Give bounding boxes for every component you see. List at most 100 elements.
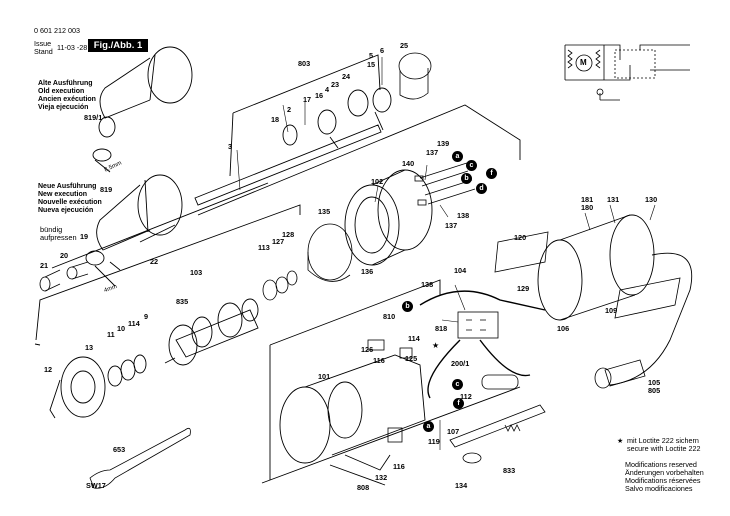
part-181: 181 [581,195,594,204]
part-112: 112 [460,392,472,401]
spindle-shaft [194,87,392,206]
part-126: 126 [361,345,374,354]
part-810: 810 [383,312,396,321]
issue-label: Issue [34,39,52,48]
wire-badge-a: a [452,151,463,162]
part-5: 5 [369,51,374,60]
part-833: 833 [503,466,516,475]
wire-badge-c: c [466,160,477,171]
wire-badge-b: b [461,173,472,184]
doc-number: 0 601 212 003 [34,26,80,35]
part-18: 18 [271,115,280,124]
figure-label: Fig./Abb. 1 [88,39,148,52]
switch-104 [457,311,499,339]
part-200-1: 200/1 [451,359,470,368]
power-plug [594,359,646,389]
part-2: 2 [287,105,292,114]
part-25: 25 [400,41,409,50]
main-housing-101 [279,354,426,486]
bearings-113 [262,270,298,301]
part-808: 808 [357,483,370,492]
old-version-de: Alte Ausführung [38,80,93,87]
motor-symbol: M [580,58,587,67]
part-109: 109 [605,306,618,315]
wire-badge-d: d [476,183,487,194]
part-12: 12 [44,365,53,374]
motor-housing-131 [537,214,693,386]
part-803: 803 [298,59,311,68]
part-130: 130 [645,195,658,204]
switch-wiring [419,290,546,399]
part-102: 102 [371,177,384,186]
loctite-note-de: mit Loctite 222 sichern [627,436,699,445]
wire-badge-a-housing: a [423,421,434,432]
part-127: 127 [272,237,285,246]
part-138-switch: 138 [421,280,434,289]
new-version-de: Neue Ausführung [38,183,97,190]
part-116-top: 116 [373,356,385,365]
note-flush-press: aufpressen [40,233,77,242]
part-106: 106 [557,324,570,333]
part-653: 653 [113,445,126,454]
part-129: 129 [517,284,530,293]
part-134: 134 [455,481,468,490]
part-138: 138 [457,211,470,220]
old-version-fr: Ancien exécution [38,96,96,103]
loctite-marker: ★ [432,341,440,350]
part-10: 10 [117,324,126,333]
part-25-collet [398,52,432,100]
old-version-en: Old execution [38,88,85,95]
part-819: 819 [100,185,113,194]
wire-badge-f: f [486,168,497,179]
new-version-en: New execution [38,191,88,198]
part-20: 20 [60,251,69,260]
old-version-es: Vieja ejecución [38,104,89,111]
front-cover [49,354,147,419]
part-3: 3 [228,142,233,151]
part-16: 16 [315,91,324,100]
part-180: 180 [581,203,594,212]
insulating-sleeves [494,231,681,319]
slide-switch-833 [449,404,546,464]
wire-badge-c-capacitor: c [452,379,463,390]
wire-badge-b-switch: b [402,301,413,312]
part-137-bottom: 137 [445,221,458,230]
modifications-en: Modifications reserved [625,460,697,469]
part-104: 104 [454,266,467,275]
part-132: 132 [375,473,388,482]
part-17: 17 [303,95,312,104]
leader-lines [236,57,656,450]
wrench-653 [89,427,191,489]
part-140: 140 [402,159,415,168]
part-805: 805 [648,386,661,395]
brush-holders [414,161,476,206]
part-19: 19 [80,232,89,241]
part-125: 125 [405,354,418,363]
armature-103 [164,298,259,366]
part-9: 9 [144,312,149,321]
part-114: 114 [408,334,420,343]
modifications-es: Salvo modificaciones [625,484,693,493]
part-116-bottom: 116 [393,462,405,471]
part-139: 139 [437,139,450,148]
stand-label: Stand [34,47,53,56]
modifications-fr: Modifications réservées [625,476,701,485]
part-sw17: SW17 [86,481,106,490]
part-6: 6 [380,46,385,55]
part-15: 15 [367,60,376,69]
part-137-top: 137 [426,148,439,157]
wire-badge-f-capacitor: f [453,398,464,409]
part-135: 135 [318,207,331,216]
new-version-fr: Nouvelle exécution [38,199,102,206]
part-11: 11 [107,330,115,339]
issue-date: 11-03 -28 [57,43,88,52]
part-119: 119 [428,437,440,446]
part-107: 107 [447,427,460,436]
fan-guide-135 [307,223,353,282]
part-23: 23 [331,80,340,89]
wiring-diagram [551,37,705,109]
loctite-star: ★ [617,436,624,445]
part-22: 22 [150,257,159,266]
